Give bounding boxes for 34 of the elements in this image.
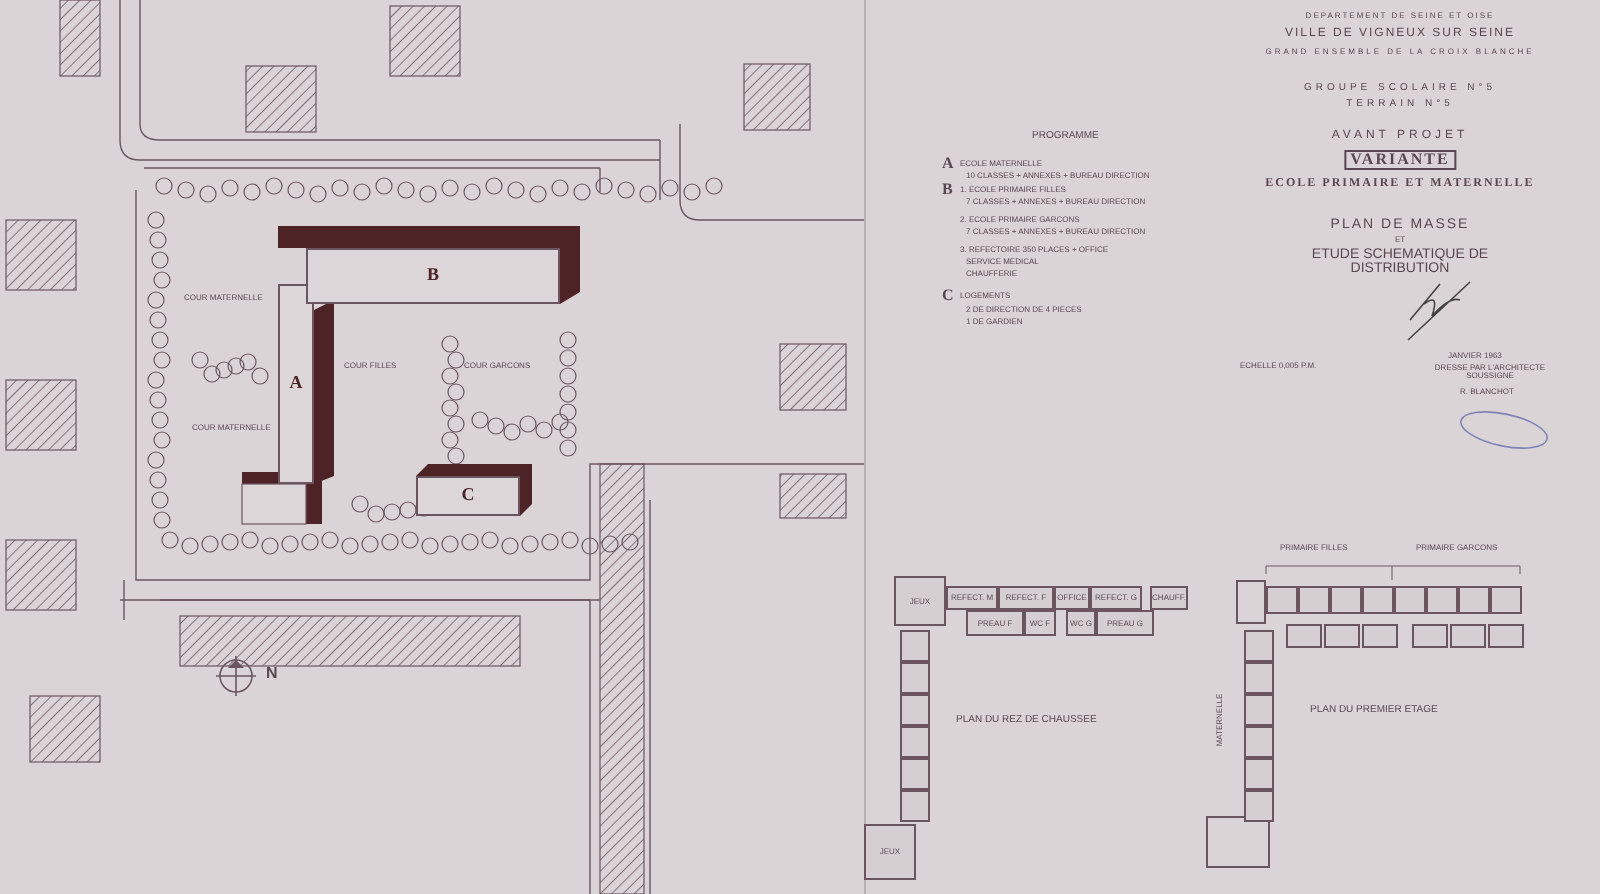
room-box — [1488, 624, 1524, 648]
room-box — [1244, 630, 1274, 662]
room-box — [900, 662, 930, 694]
room-box — [1244, 694, 1274, 726]
room-box — [1362, 624, 1398, 648]
room-box — [1330, 586, 1362, 614]
room-box — [1412, 624, 1448, 648]
room-box — [900, 694, 930, 726]
plan-label: C — [942, 288, 954, 304]
room-box — [1244, 726, 1274, 758]
room-box — [1286, 624, 1322, 648]
room-box — [900, 758, 930, 790]
plan-label: B — [942, 182, 953, 198]
building-block: A — [278, 284, 314, 484]
room-box — [1458, 586, 1490, 614]
room-box — [1244, 662, 1274, 694]
building-block: B — [306, 248, 560, 304]
room-box — [1450, 624, 1486, 648]
room-box — [1266, 586, 1298, 614]
room-box — [1490, 586, 1522, 614]
room-box — [900, 726, 930, 758]
building-block: C — [416, 476, 520, 516]
room-box — [1324, 624, 1360, 648]
room-box — [1426, 586, 1458, 614]
plan-label: VARIANTE — [1344, 150, 1456, 170]
room-box — [1362, 586, 1394, 614]
room-box — [1394, 586, 1426, 614]
plan-label: A — [942, 156, 954, 172]
room-box — [900, 790, 930, 822]
room-box — [1244, 790, 1274, 822]
room-box — [1298, 586, 1330, 614]
room-box — [1244, 758, 1274, 790]
plan-label: N — [266, 666, 278, 682]
room-box — [900, 630, 930, 662]
